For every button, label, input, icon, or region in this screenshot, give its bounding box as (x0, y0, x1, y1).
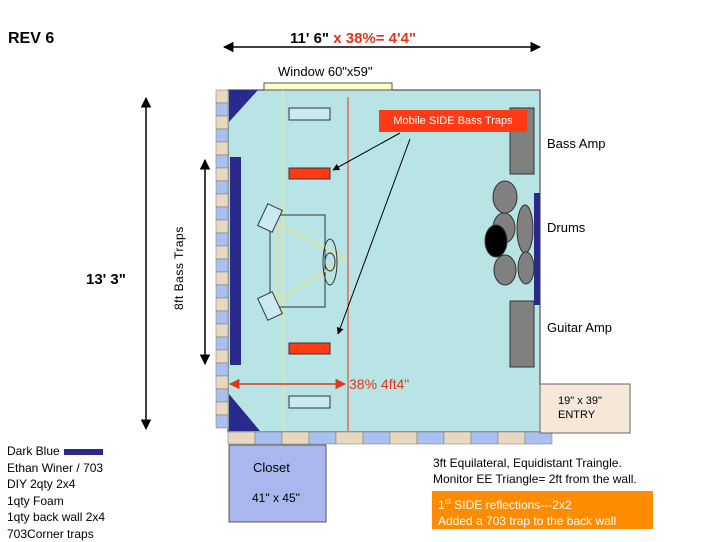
front-wall-trap (534, 193, 540, 305)
side-bass-trap-top (289, 168, 330, 179)
notes-line-1: 3ft Equilateral, Equidistant Traingle. (433, 455, 637, 471)
wall-tile (216, 246, 228, 259)
entry-label: 19" x 39" ENTRY (558, 394, 628, 422)
side-bass-trap-bottom (289, 343, 330, 354)
closet-box (229, 445, 326, 522)
legend-line: Ethan Winer / 703 (7, 460, 105, 477)
window-label: Window 60"x59" (278, 64, 373, 79)
reflections-ordinal: 1 (438, 498, 445, 512)
wall-tile (216, 337, 228, 350)
wall-tile (216, 415, 228, 428)
wall-tile (216, 402, 228, 415)
wall-tile (216, 389, 228, 402)
wall-tile (216, 363, 228, 376)
legend-title-row: Dark Blue (7, 443, 105, 460)
wall-tile (216, 90, 228, 103)
entry-title: ENTRY (558, 408, 628, 422)
kick-drum (485, 225, 507, 257)
wall-tile (216, 207, 228, 220)
wall-tile (228, 432, 255, 444)
reflection-panel-bottom (289, 396, 330, 408)
wall-tile (216, 298, 228, 311)
height-dimension-label: 13' 3" (86, 271, 126, 288)
wall-tile (216, 103, 228, 116)
closet-size-label: 41" x 45" (252, 491, 300, 505)
wall-tile (216, 155, 228, 168)
drums-label: Drums (547, 220, 585, 235)
wall-tile (390, 432, 417, 444)
wall-tile (216, 116, 228, 129)
reflections-note: 1st SIDE reflections---2x2 Added a 703 t… (432, 491, 653, 529)
legend-line: DIY 2qty 2x4 (7, 476, 105, 493)
wall-tile (309, 432, 336, 444)
wall-tile (216, 220, 228, 233)
wall-tile (216, 233, 228, 246)
closet-label: Closet (253, 460, 290, 475)
bottom-wall-tiles (228, 432, 552, 444)
wall-tile (336, 432, 363, 444)
wall-tile (216, 324, 228, 337)
bass-amp-label: Bass Amp (547, 136, 606, 151)
guitar-amp (510, 301, 534, 367)
notes-line-2: Monitor EE Triangle= 2ft from the wall. (433, 471, 637, 487)
legend: Dark Blue Ethan Winer / 703 DIY 2qty 2x4… (7, 443, 105, 542)
legend-line: 1qty Foam (7, 493, 105, 510)
wall-tile (216, 272, 228, 285)
wall-tile (216, 285, 228, 298)
wall-tile (216, 181, 228, 194)
guitar-amp-label: Guitar Amp (547, 320, 612, 335)
width-calc: x 38%= 4'4" (333, 30, 416, 47)
wall-tile (444, 432, 471, 444)
reflection-panel-top (289, 108, 330, 120)
wall-tile (216, 350, 228, 363)
wall-tile (255, 432, 282, 444)
legend-swatch (64, 449, 103, 455)
wall-tile (216, 259, 228, 272)
wall-tile (525, 432, 552, 444)
width-dimension-label: 11' 6" x 38%= 4'4" (290, 30, 416, 47)
wall-tile (216, 129, 228, 142)
wall-tile (282, 432, 309, 444)
wall-tile (216, 168, 228, 181)
wall-tile (216, 142, 228, 155)
wall-tile (216, 376, 228, 389)
left-wall-tiles (216, 90, 228, 428)
revision-title: REV 6 (8, 30, 54, 48)
mobile-side-bass-traps-callout: Mobile SIDE Bass Traps (379, 110, 527, 132)
reflections-line-1: 1st SIDE reflections---2x2 (438, 494, 647, 513)
position-percentage-label: 38% 4ft4" (349, 376, 409, 392)
wall-tile (216, 194, 228, 207)
wall-tile (363, 432, 390, 444)
legend-line: 1qty back wall 2x4 (7, 509, 105, 526)
width-base: 11' 6" (290, 30, 329, 47)
wall-tile (498, 432, 525, 444)
back-wall-bass-trap (230, 157, 241, 365)
wall-tile (216, 311, 228, 324)
triangle-notes: 3ft Equilateral, Equidistant Traingle. M… (433, 455, 637, 487)
window (264, 83, 392, 90)
reflections-line-2: Added a 703 trap to the back wall (438, 513, 647, 529)
legend-title: Dark Blue (7, 444, 60, 458)
reflections-text: SIDE reflections---2x2 (451, 498, 572, 512)
wall-tile (471, 432, 498, 444)
entry-size: 19" x 39" (558, 394, 628, 408)
bass-traps-label: 8ft Bass Traps (172, 226, 186, 310)
wall-tile (417, 432, 444, 444)
